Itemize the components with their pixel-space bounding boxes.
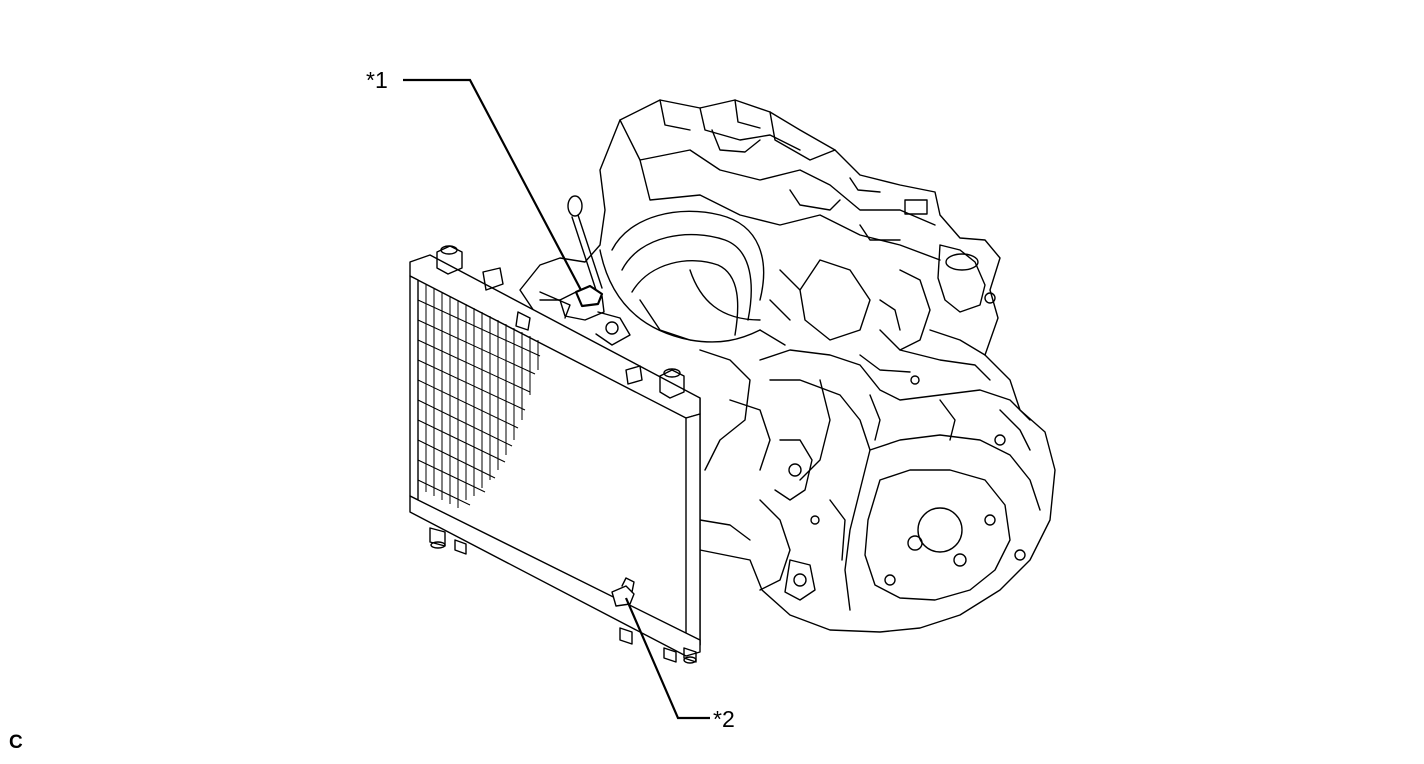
callout-label-2: *2 (713, 706, 735, 732)
callout-2-leader (624, 597, 710, 720)
callout-label-1: *1 (366, 67, 388, 93)
radiator (409, 245, 701, 664)
callout-1-leader (403, 78, 604, 308)
corner-mark: C (9, 732, 23, 753)
